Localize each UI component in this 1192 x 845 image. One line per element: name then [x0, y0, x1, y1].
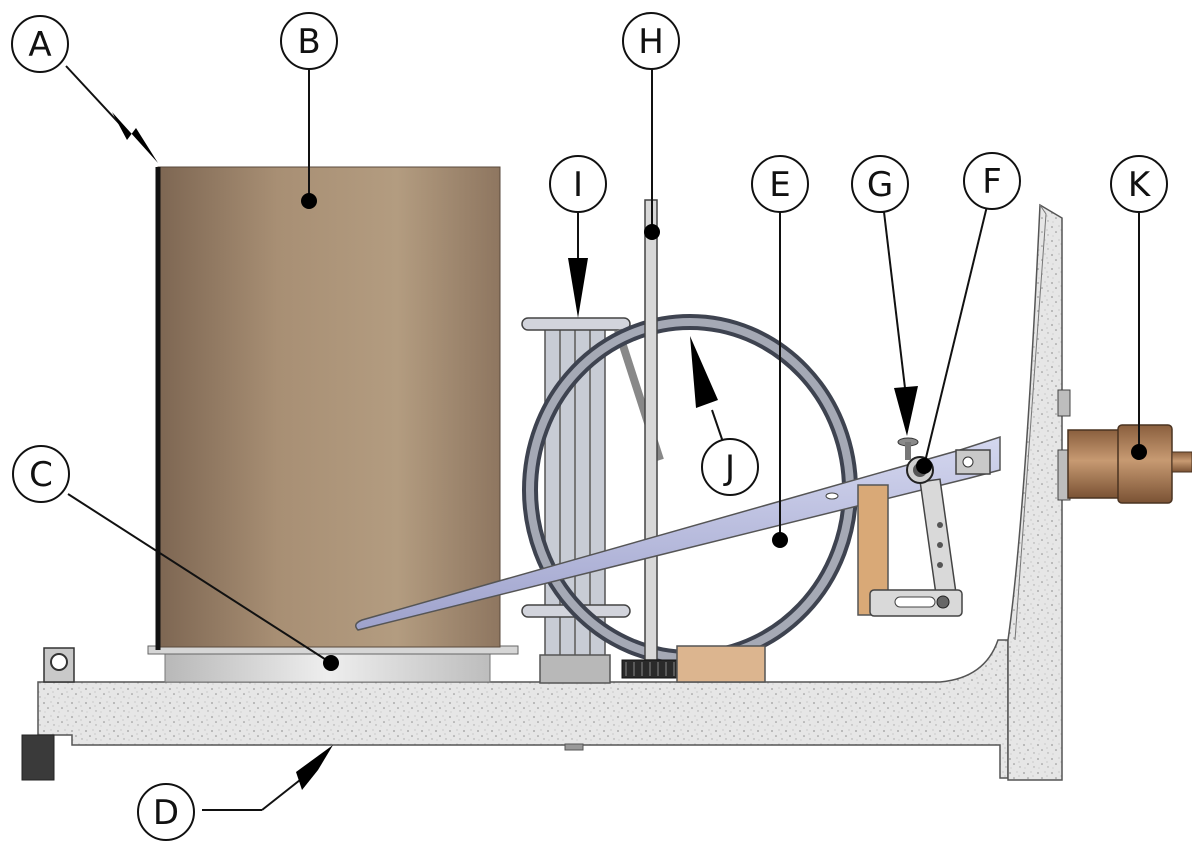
callout-c-label: C [29, 455, 53, 495]
lever-arm-e [355, 435, 1001, 631]
callout-j-label: J [723, 448, 735, 488]
callout-e: E [751, 155, 809, 213]
leader-lines [65, 65, 1140, 811]
callout-f-label: F [982, 162, 1002, 202]
actuator-k [1067, 424, 1192, 504]
callout-i-label: I [573, 165, 583, 205]
callout-b-label: B [297, 22, 320, 62]
callout-i: I [549, 155, 607, 213]
callout-b: B [280, 12, 338, 70]
callout-g: G [851, 155, 909, 213]
callout-a-label: A [28, 25, 51, 65]
vertical-wall [1007, 203, 1063, 781]
callout-d-label: D [153, 793, 179, 833]
callout-k: K [1110, 155, 1168, 213]
callout-f: F [963, 152, 1021, 210]
wooden-block [676, 645, 766, 683]
callout-g-label: G [867, 165, 893, 205]
callout-h-label: H [638, 22, 664, 62]
callout-c: C [12, 445, 70, 503]
drum-b [155, 166, 501, 650]
base-plate [21, 639, 1009, 781]
callout-j: J [701, 438, 759, 496]
callout-k-label: K [1128, 165, 1152, 205]
linkage-fg [869, 437, 991, 617]
wall-bolts [1057, 389, 1071, 501]
corner-bracket [43, 647, 75, 683]
callout-dots [301, 193, 1147, 671]
callout-a: A [11, 15, 69, 73]
rod-h [621, 199, 681, 679]
callout-d: D [137, 783, 195, 841]
callout-e-label: E [769, 165, 790, 205]
callout-h: H [622, 12, 680, 70]
